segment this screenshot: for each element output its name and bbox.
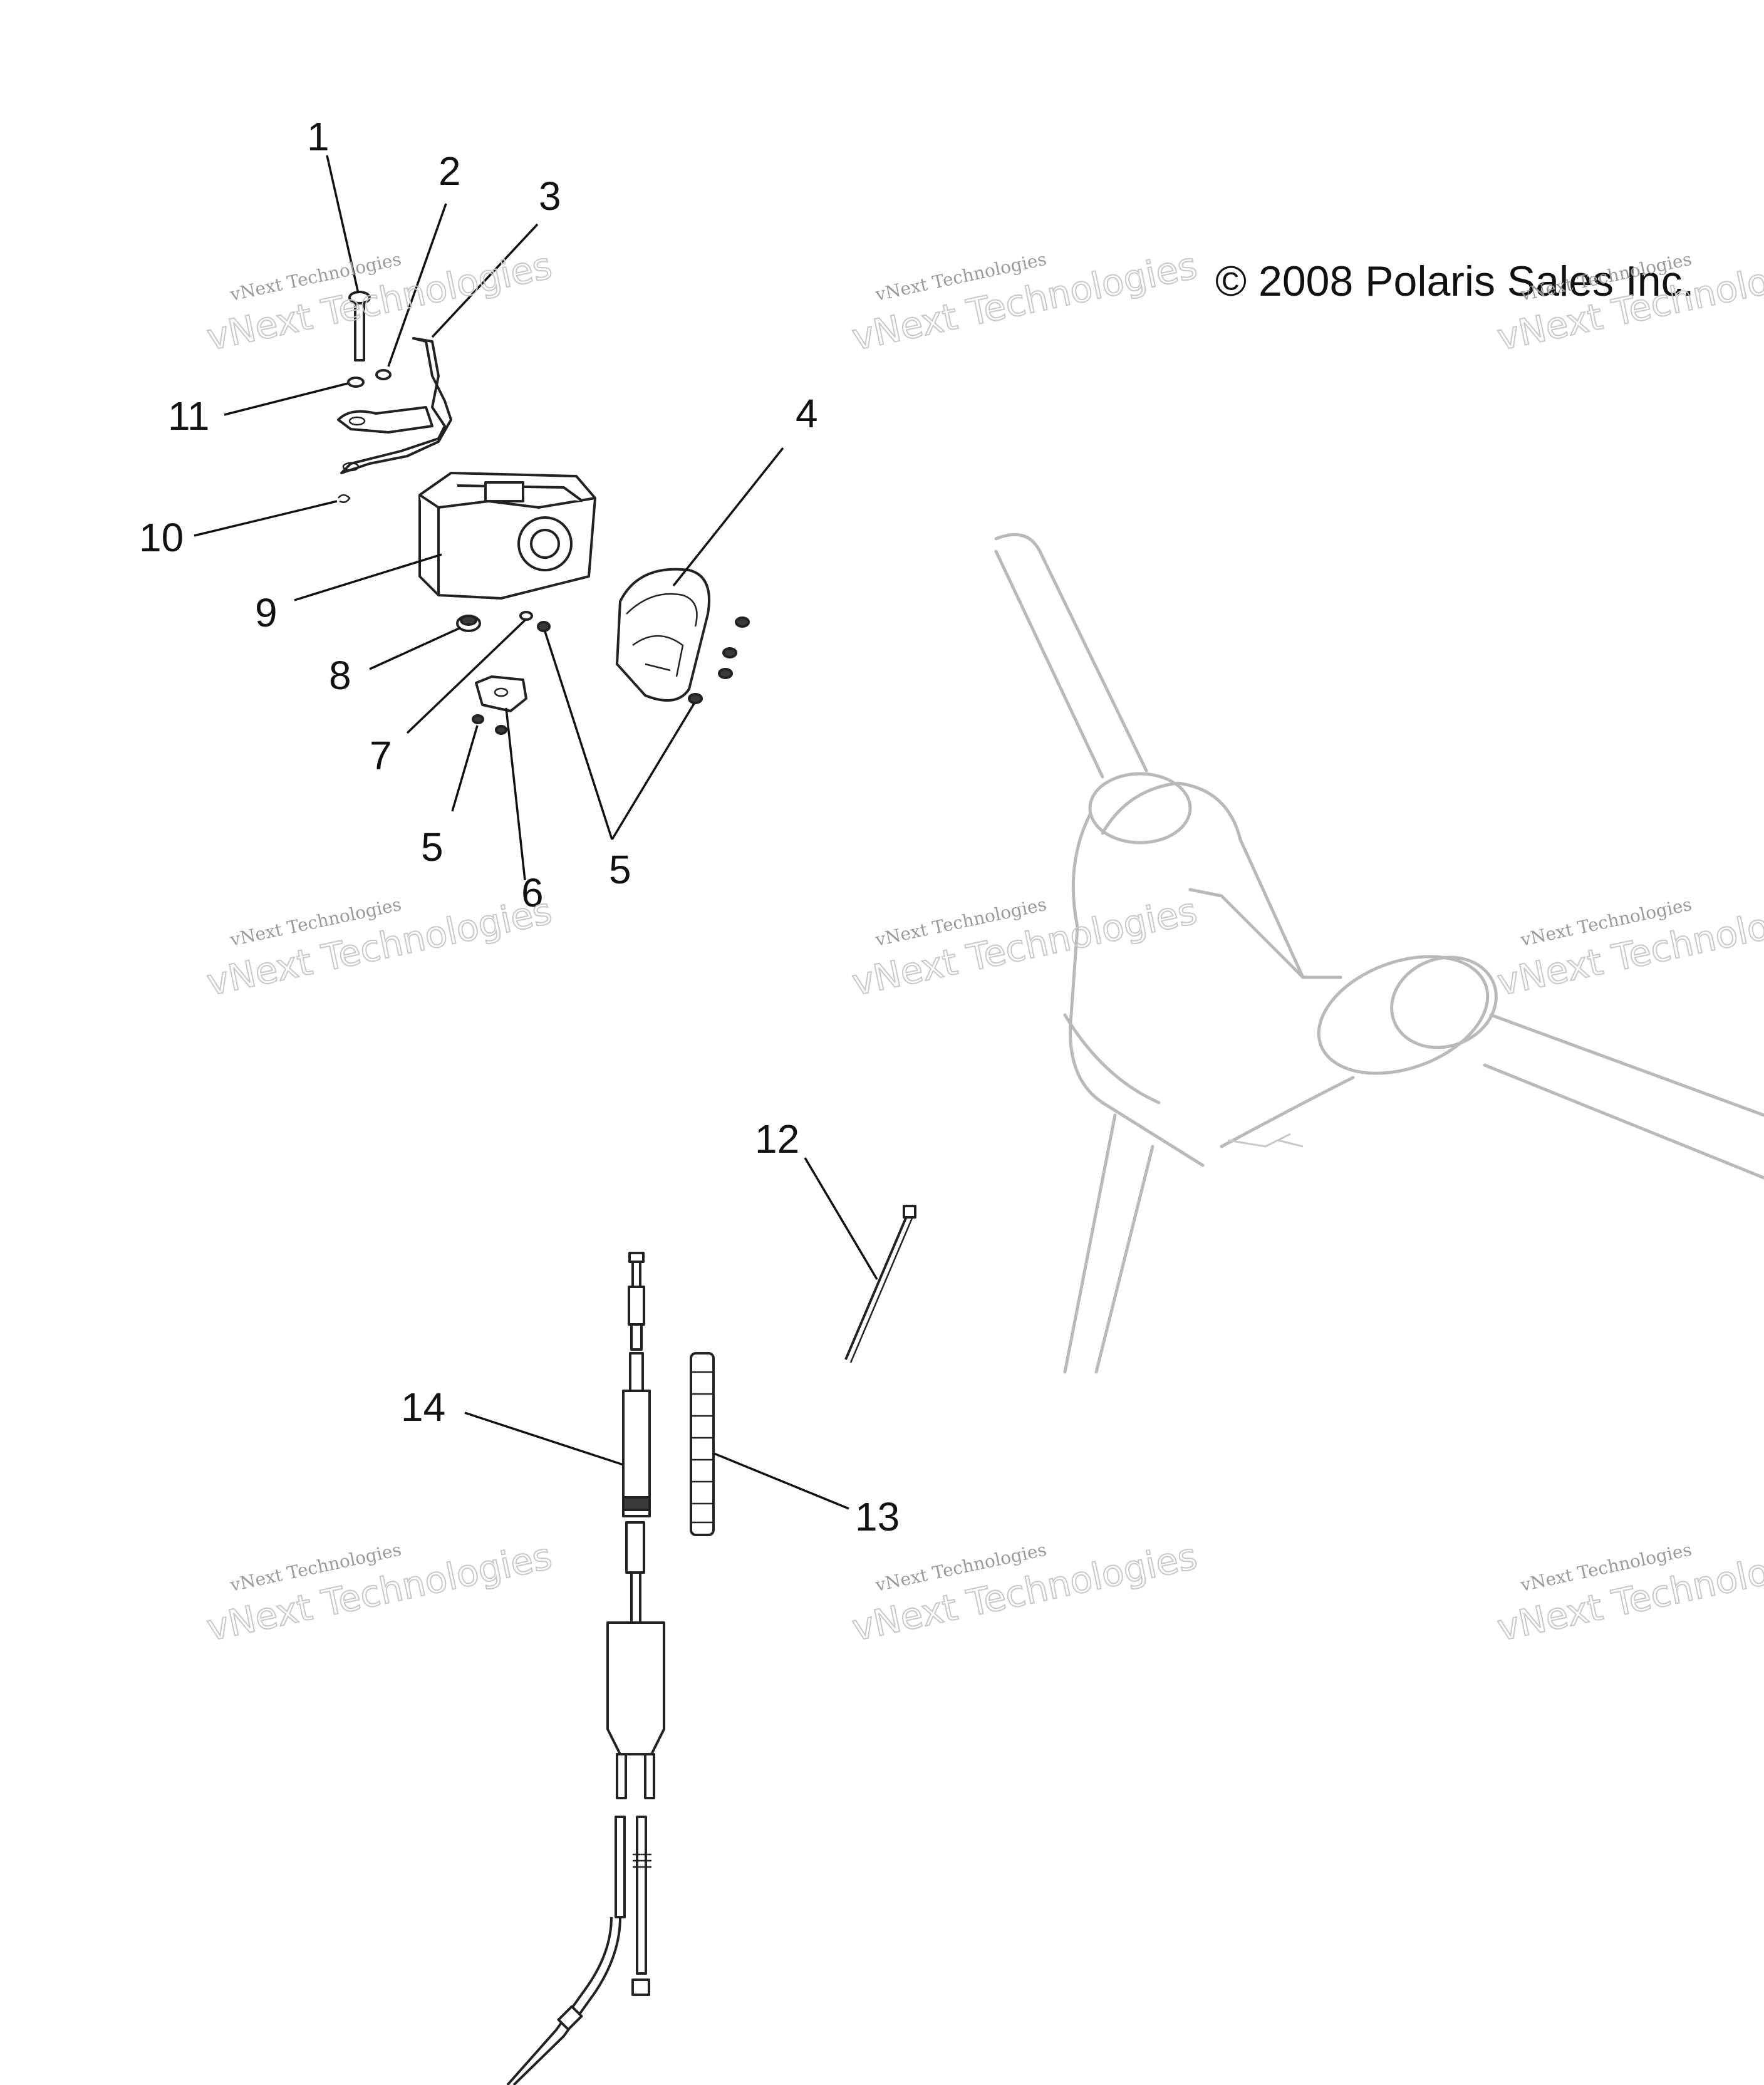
part-bolt — [348, 291, 371, 361]
callout-6: 6 — [521, 870, 544, 915]
part-plate — [472, 675, 527, 735]
part-washer — [375, 369, 392, 380]
callout-12: 12 — [755, 1116, 799, 1162]
part-clip — [338, 494, 351, 503]
callout-5a: 5 — [421, 824, 444, 870]
part-cable-tie — [844, 1205, 916, 1363]
callout-7: 7 — [370, 733, 392, 778]
part-housing — [418, 472, 596, 600]
callout-14: 14 — [401, 1385, 445, 1430]
handlebar-outline — [994, 533, 1764, 1374]
watermarks: vNext Technologies vNext Technologies vN… — [202, 244, 1764, 1650]
callout-3: 3 — [539, 174, 561, 219]
part-grommet — [456, 615, 481, 632]
callout-11: 11 — [168, 393, 209, 439]
part-washer-small — [347, 377, 365, 388]
callout-9: 9 — [255, 590, 278, 635]
copyright-text: © 2008 Polaris Sales Inc. — [1215, 257, 1694, 305]
callouts: 1 2 3 4 5 6 7 8 9 10 11 12 13 14 5 — [139, 114, 900, 1539]
callout-10: 10 — [139, 515, 184, 560]
leader-lines — [194, 155, 878, 1510]
part-screws-upper — [519, 611, 551, 632]
callout-2: 2 — [438, 148, 461, 194]
part-sleeve — [690, 1352, 715, 1536]
part-throttle-cable — [506, 1252, 665, 2085]
callout-4: 4 — [796, 391, 818, 436]
callout-1: 1 — [307, 114, 329, 159]
callout-5b: 5 — [609, 847, 631, 892]
part-cover — [616, 568, 710, 702]
callout-13: 13 — [855, 1494, 900, 1539]
callout-8: 8 — [329, 653, 351, 698]
part-cover-screws — [688, 616, 750, 704]
part-bracket — [337, 337, 452, 474]
